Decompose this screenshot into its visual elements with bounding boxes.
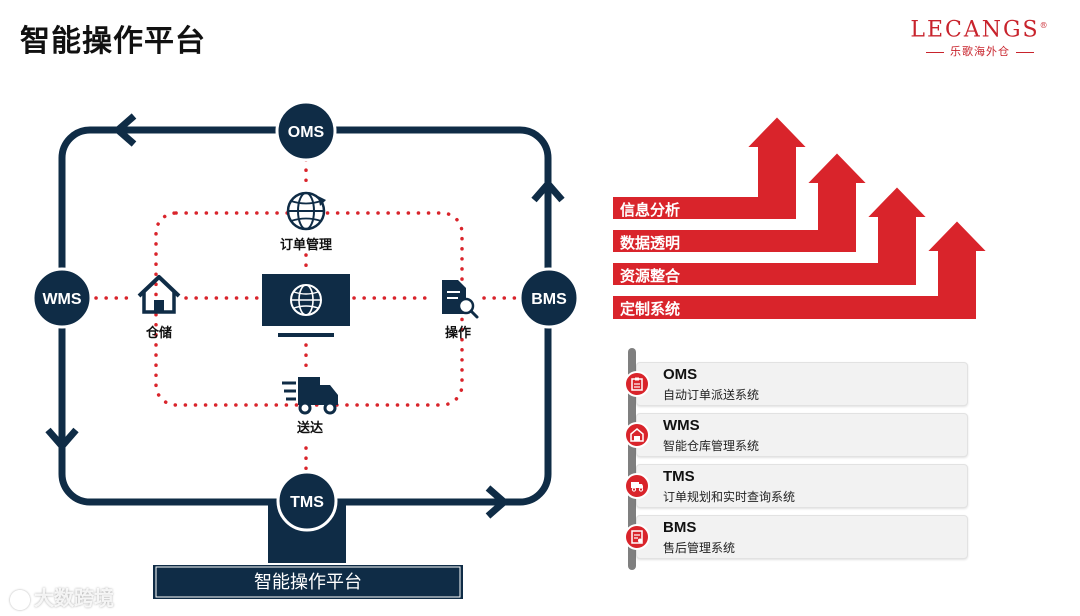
- benefit-arrow-4: [611, 218, 991, 321]
- loop-arrow-left: [112, 113, 137, 147]
- system-card-bms: BMS 售后管理系统: [624, 515, 968, 559]
- truck-icon: [624, 473, 650, 499]
- benefit-label-2: 数据透明: [620, 234, 680, 252]
- platform-base-label: 智能操作平台: [254, 572, 362, 593]
- system-card-wms: WMS 智能仓库管理系统: [624, 413, 968, 457]
- brand-logo: LECANGS® 乐歌海外仓: [900, 12, 1060, 62]
- system-card-wms-desc: 智能仓库管理系统: [663, 439, 760, 453]
- document-search-icon: [442, 280, 479, 319]
- benefit-label-3: 资源整合: [620, 267, 681, 285]
- system-card-tms: TMS 订单规划和实时查询系统: [624, 464, 968, 508]
- system-card-tms-name: TMS: [663, 468, 695, 485]
- house-icon: [137, 275, 181, 314]
- system-card-bms-desc: 售后管理系统: [663, 541, 736, 555]
- watermark-logo-icon: [10, 589, 30, 610]
- module-operation-label: 操作: [445, 325, 471, 341]
- module-warehouse-label: 仓储: [145, 325, 172, 341]
- system-card-tms-desc: 订单规划和实时查询系统: [663, 490, 796, 504]
- system-list-track: [628, 348, 636, 570]
- node-wms: WMS: [31, 267, 93, 329]
- logo-wordmark: LECANGS®: [910, 17, 1050, 43]
- node-wms-label: WMS: [42, 291, 81, 308]
- warehouse-icon: [624, 422, 650, 448]
- logo-subtitle: 乐歌海外仓: [900, 44, 1060, 60]
- module-order-label: 订单管理: [280, 237, 332, 253]
- system-card-oms-desc: 自动订单派送系统: [663, 388, 760, 402]
- watermark-text: 大数跨境: [34, 586, 114, 610]
- node-bms: BMS: [518, 267, 580, 329]
- page-title: 智能操作平台: [20, 24, 206, 59]
- platform-base-bar: [151, 563, 465, 601]
- node-oms-label: OMS: [288, 124, 325, 141]
- node-bms-label: BMS: [531, 291, 567, 308]
- benefit-arrow-3: [611, 184, 931, 287]
- module-delivery-label: 送达: [296, 420, 323, 436]
- system-card-oms: OMS 自动订单派送系统: [624, 362, 968, 406]
- system-card-wms-name: WMS: [663, 417, 700, 434]
- benefit-arrows: 信息分析 数据透明 资源整合 定制系统: [611, 114, 991, 321]
- node-oms: OMS: [275, 100, 337, 162]
- watermark: 大数跨境: [10, 582, 114, 611]
- benefit-arrow-2: [611, 150, 871, 254]
- loop-arrow-down: [45, 427, 79, 452]
- benefit-arrow-1: [611, 114, 811, 221]
- loop-arrow-right: [485, 485, 510, 519]
- monitor-icon: [262, 274, 350, 337]
- node-tms: TMS: [276, 470, 338, 532]
- node-tms-label: TMS: [290, 494, 324, 511]
- loop-arrow-up: [531, 178, 565, 203]
- truck-icon: [282, 377, 338, 415]
- module-connectors: [94, 158, 522, 474]
- benefit-label-1: 信息分析: [620, 201, 680, 219]
- system-card-oms-name: OMS: [663, 366, 698, 383]
- invoice-icon: [624, 524, 650, 550]
- system-card-bms-name: BMS: [663, 519, 697, 536]
- benefit-label-4: 定制系统: [620, 300, 680, 318]
- globe-icon: [286, 191, 326, 231]
- clipboard-icon: [624, 371, 650, 397]
